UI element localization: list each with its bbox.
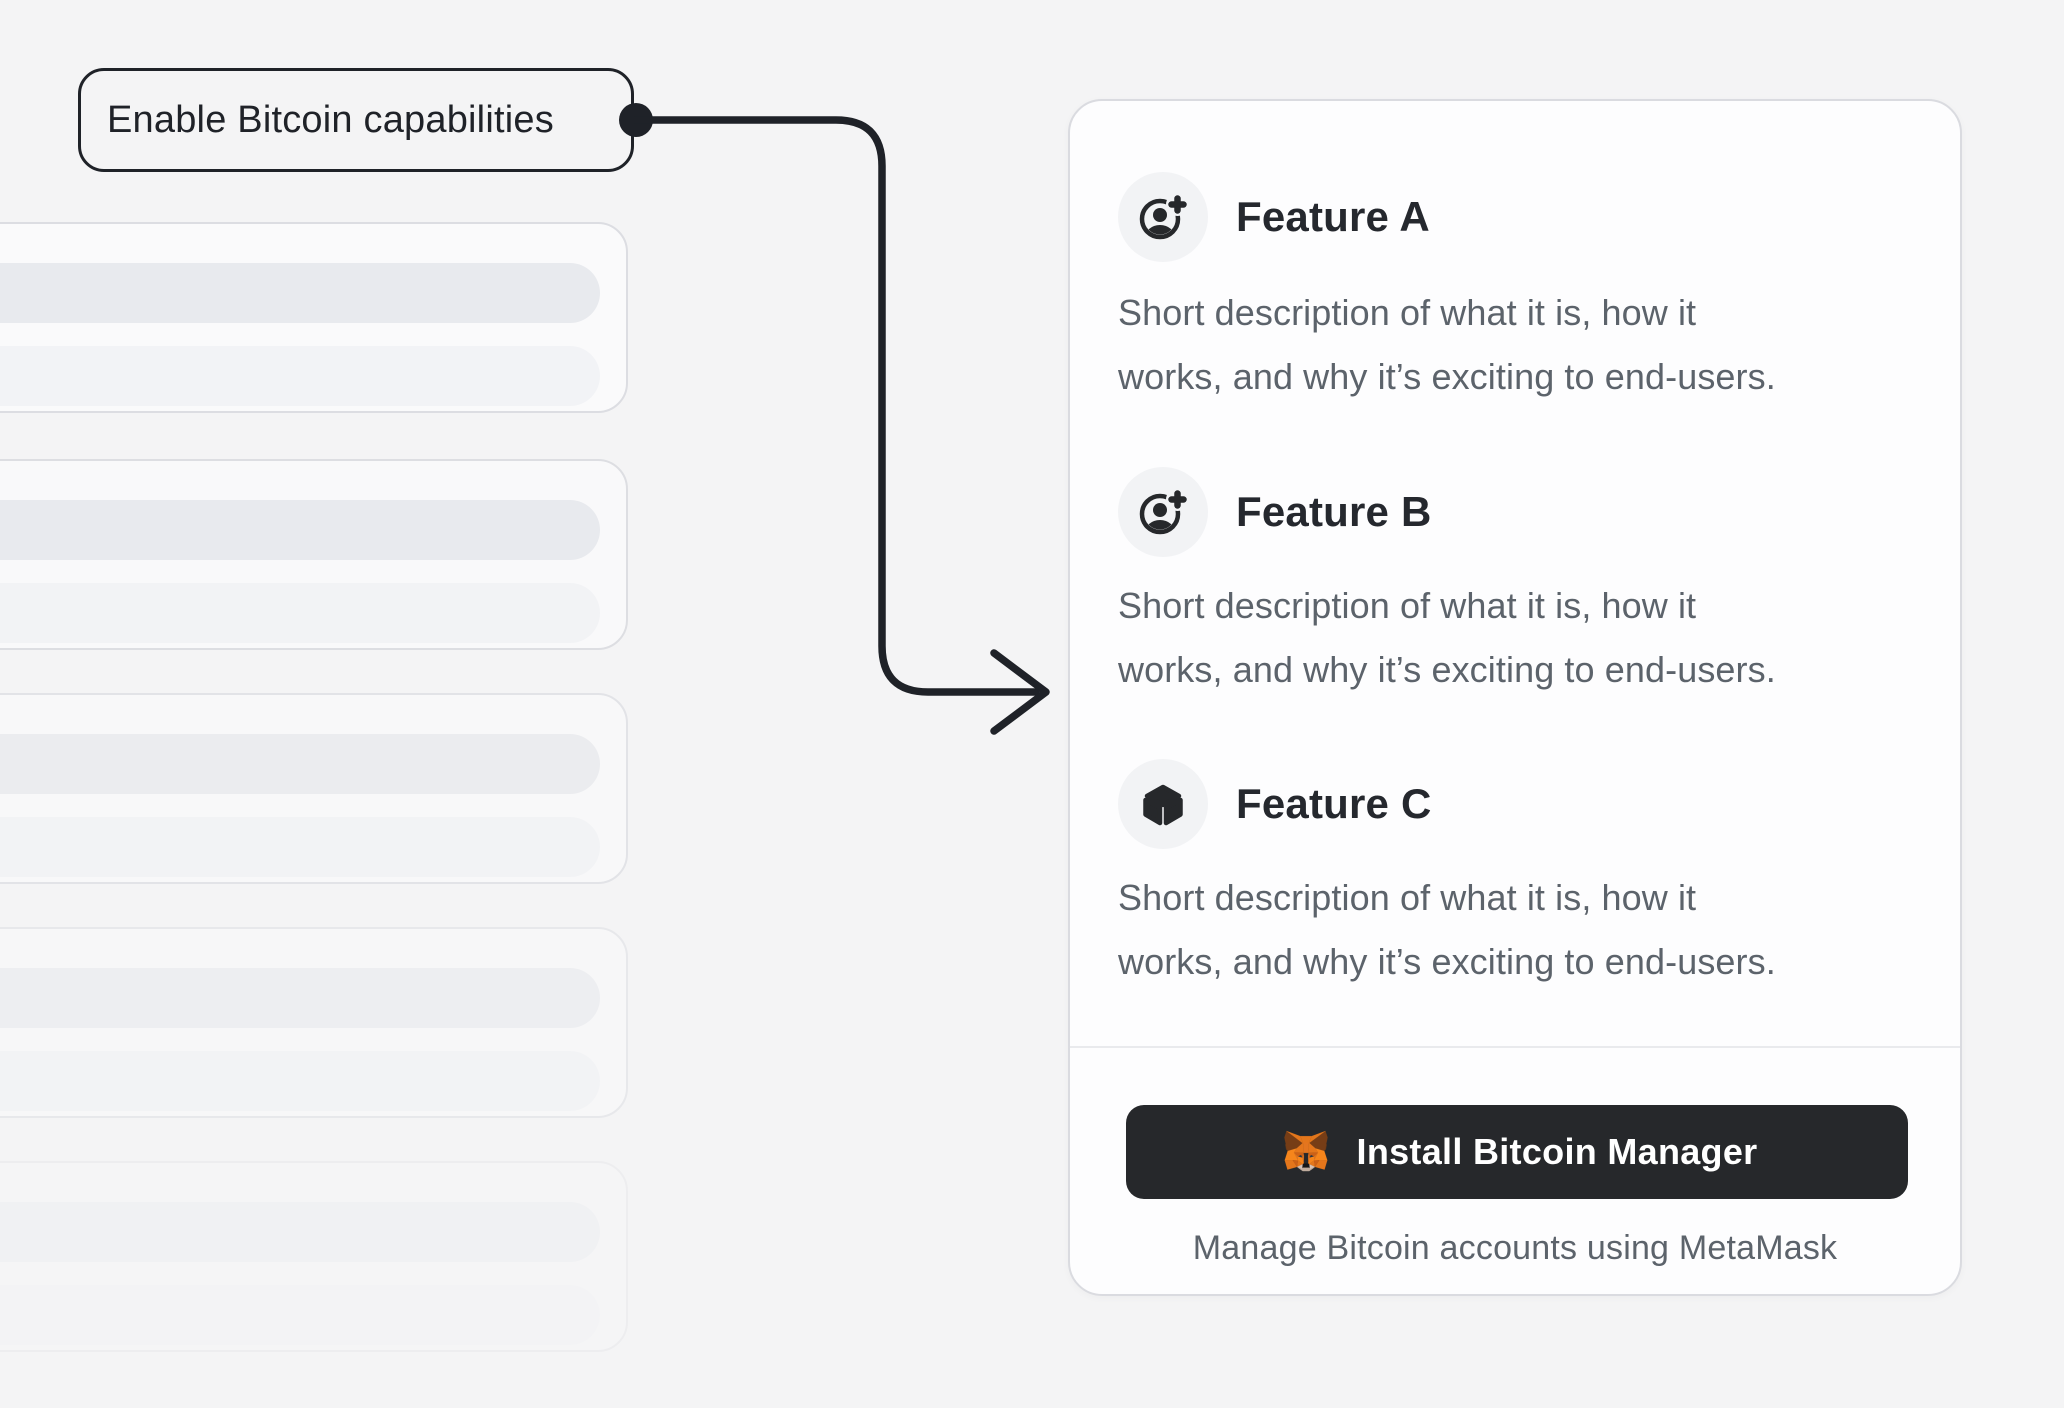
user-plus-icon xyxy=(1118,172,1208,262)
arrowhead xyxy=(990,649,1050,735)
metamask-fox-icon xyxy=(1283,1130,1328,1172)
skeleton-bar xyxy=(0,817,600,877)
description-line: works, and why it’s exciting to end-user… xyxy=(1118,356,1776,397)
skeleton-card xyxy=(0,927,628,1118)
cube-icon xyxy=(1118,759,1208,849)
user-plus-icon xyxy=(1118,467,1208,557)
skeleton-bar xyxy=(0,968,600,1028)
skeleton-card xyxy=(0,1161,628,1352)
card-footer-divider xyxy=(1070,1046,1960,1048)
skeleton-card xyxy=(0,459,628,650)
skeleton-bar xyxy=(0,734,600,794)
skeleton-bar xyxy=(0,583,600,643)
skeleton-card xyxy=(0,693,628,884)
install-button-label: Install Bitcoin Manager xyxy=(1356,1131,1758,1172)
description-line: Short description of what it is, how it xyxy=(1118,585,1697,626)
feature-title: Feature A xyxy=(1236,193,1430,240)
skeleton-bar xyxy=(0,1285,600,1345)
description-line: Short description of what it is, how it xyxy=(1118,292,1697,333)
description-line: Short description of what it is, how it xyxy=(1118,877,1697,918)
skeleton-bar xyxy=(0,1202,600,1262)
metamask-caption: Manage Bitcoin accounts using MetaMask xyxy=(1192,1229,1838,1267)
feature-description: Short description of what it is, how it … xyxy=(1118,866,1776,994)
feature-row-a: Feature A xyxy=(1118,172,1430,262)
feature-row-b: Feature B xyxy=(1118,467,1432,557)
feature-row-c: Feature C xyxy=(1118,759,1432,849)
feature-title: Feature B xyxy=(1236,488,1432,535)
skeleton-bar xyxy=(0,500,600,560)
install-bitcoin-manager-button[interactable]: Install Bitcoin Manager xyxy=(1126,1105,1908,1199)
feature-description: Short description of what it is, how it … xyxy=(1118,281,1776,409)
description-line: works, and why it’s exciting to end-user… xyxy=(1118,649,1776,690)
description-line: works, and why it’s exciting to end-user… xyxy=(1118,941,1776,982)
callout-label: Enable Bitcoin capabilities xyxy=(107,98,554,141)
feature-title: Feature C xyxy=(1236,780,1432,827)
skeleton-card xyxy=(0,222,628,413)
skeleton-bar xyxy=(0,263,600,323)
features-card: Feature A Short description of what it i… xyxy=(1068,99,1962,1296)
callout-enable-bitcoin: Enable Bitcoin capabilities xyxy=(78,68,634,172)
feature-description: Short description of what it is, how it … xyxy=(1118,574,1776,702)
skeleton-bar xyxy=(0,346,600,406)
skeleton-bar xyxy=(0,1051,600,1111)
